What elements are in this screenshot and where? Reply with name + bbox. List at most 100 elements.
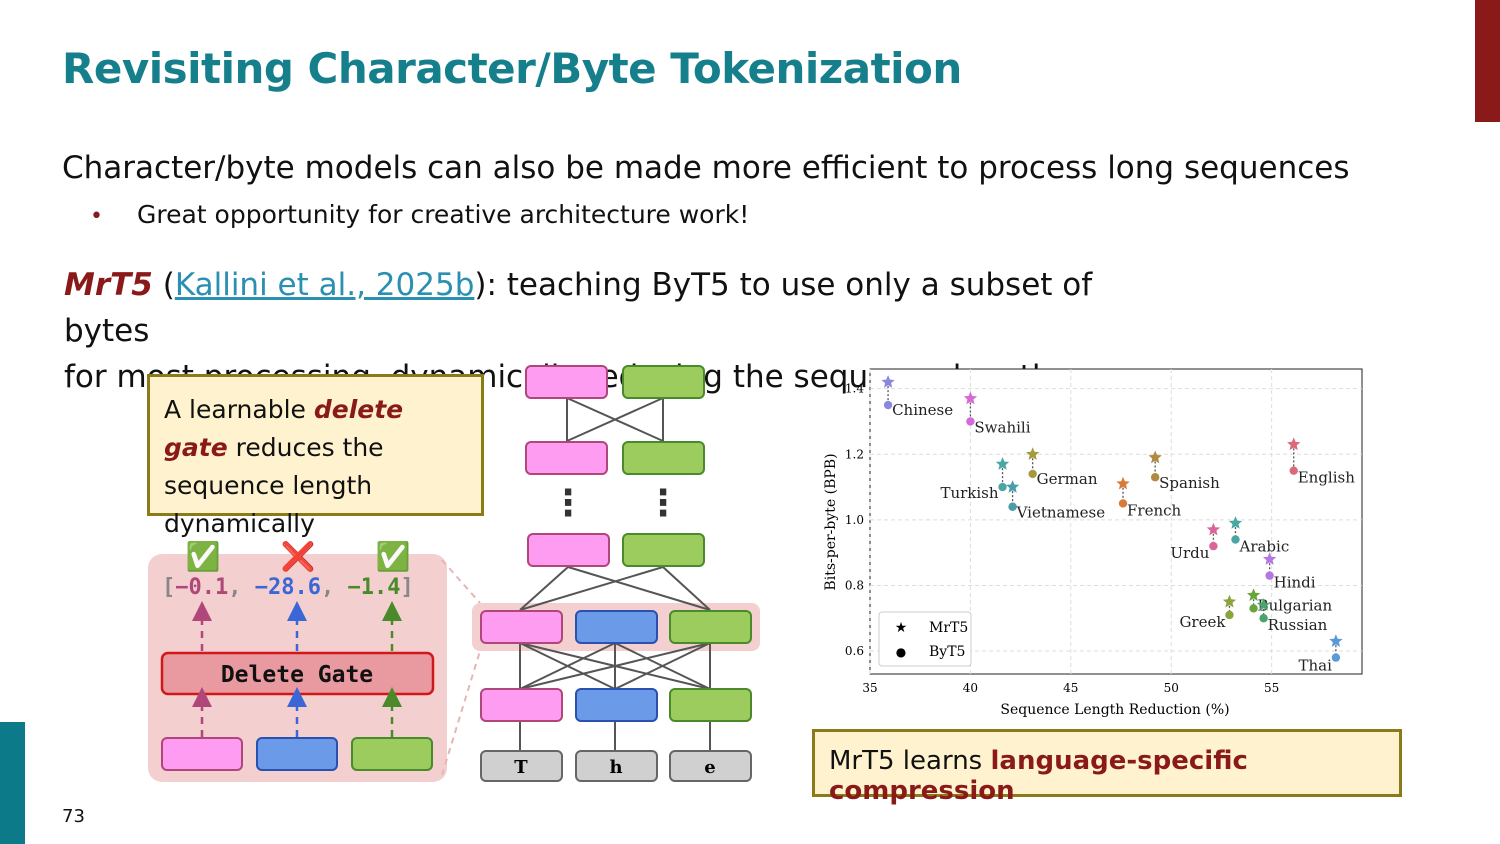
delete-gate-label: Delete Gate [221, 662, 373, 688]
mrt5-star-point [1148, 450, 1162, 464]
check-mark-icon: ✅ [186, 540, 221, 573]
green-block [622, 533, 705, 567]
byt5-dot-point [1331, 653, 1341, 662]
y-tick-label: 0.6 [845, 644, 864, 658]
compression-callout: MrT5 learns language-specific compressio… [812, 729, 1402, 806]
green-block [622, 365, 705, 399]
token-box [575, 750, 658, 782]
byt5-dot-point [1209, 541, 1218, 551]
callout2-text-pre: MrT5 learns [829, 746, 991, 776]
byt5-dot-point [1150, 473, 1160, 482]
token-box [480, 750, 563, 782]
description-line1: ): teaching ByT5 to use only a subset of… [64, 267, 1093, 349]
language-label: Arabic [1238, 538, 1289, 556]
byt5-dot-point [1225, 610, 1234, 620]
cross-mark-icon: ❌ [281, 540, 316, 573]
language-label: Swahili [974, 418, 1030, 436]
blue-block [575, 610, 658, 644]
callout-text-pre: A learnable [164, 395, 314, 424]
byt5-dot-point [883, 400, 893, 410]
callout2-emphasis: language-specific compression [829, 746, 1248, 806]
y-axis-label: Bits-per-byte (BPB) [823, 453, 839, 590]
zoom-connector-bottom [441, 650, 481, 776]
architecture-diagram: ✅ ❌ ✅ [−0.1, −28.6, −1.4] Delete Gate ⋮ … [148, 365, 760, 782]
x-tick-label: 45 [1063, 681, 1078, 695]
language-label: German [1037, 470, 1098, 488]
language-label: Greek [1179, 613, 1226, 631]
x-tick-label: 40 [963, 681, 978, 695]
chart-legend: ★ MrT5 ● ByT5 [878, 611, 972, 667]
green-block [622, 441, 705, 475]
bullet-marker: • [90, 204, 103, 229]
token-label: T [514, 757, 528, 778]
mrt5-star-point [1329, 634, 1343, 647]
bottom-left-accent-bar [0, 722, 25, 844]
mrt5-star-point [1287, 437, 1301, 451]
mrt5-star-point [1222, 594, 1237, 608]
token-label: e [704, 757, 715, 778]
mrt5-star-point [1256, 598, 1271, 611]
pink-block [525, 441, 608, 475]
gate-values: [−0.1, −28.6, −1.4] [162, 575, 414, 600]
bullet-item: Great opportunity for creative architect… [137, 200, 750, 229]
byt5-dot-point [1265, 571, 1274, 580]
pink-block [480, 610, 563, 644]
y-tick-label: 1.2 [845, 447, 864, 461]
mrt5-star-point [963, 391, 978, 405]
byt5-dot-point [1028, 469, 1037, 479]
axis-ticks: 35 40 45 50 55 0.6 0.8 1.0 1.2 1.4 [845, 382, 1279, 695]
green-hidden-block [351, 737, 433, 771]
callout-text-post: reduces the sequence length dynamically [164, 433, 384, 538]
legend-label: MrT5 [929, 620, 968, 636]
language-label: Hindi [1274, 574, 1316, 592]
y-tick-label: 1.4 [845, 382, 864, 396]
bpb-scatter-chart: 35 40 45 50 55 0.6 0.8 1.0 1.2 1.4 ChineseSwahili… [823, 368, 1363, 718]
main-statement: Character/byte models can also be made m… [62, 150, 1350, 186]
data-marks: ChineseSwahiliTurkishVietnameseGermanFre… [881, 375, 1355, 675]
x-tick-label: 35 [862, 681, 877, 695]
paren-open: ( [152, 267, 175, 303]
top-right-accent-bar [1475, 0, 1500, 122]
language-label: Vietnamese [1016, 504, 1106, 522]
legend-label: ByT5 [929, 644, 965, 660]
byt5-dot-point [966, 417, 975, 426]
language-label: French [1127, 501, 1182, 519]
mrt5-star-point [995, 457, 1010, 470]
x-tick-label: 55 [1264, 681, 1279, 695]
token-label: h [609, 757, 622, 778]
mrt5-star-point [881, 375, 895, 388]
y-tick-label: 1.0 [845, 513, 864, 527]
check-mark-icon: ✅ [376, 540, 411, 573]
green-block [669, 688, 752, 722]
byt5-dot-point [1008, 502, 1017, 511]
language-label: Russian [1268, 616, 1328, 634]
citation-link[interactable]: Kallini et al., 2025b [174, 267, 475, 303]
byt5-dot-point [1231, 535, 1240, 544]
pink-block [527, 533, 610, 567]
mrt5-star-point [1005, 480, 1020, 493]
language-label: Urdu [1170, 544, 1209, 562]
pink-block [525, 365, 608, 399]
token-box [669, 750, 752, 782]
mrt5-star-point [1263, 552, 1277, 565]
language-label: English [1298, 469, 1356, 487]
byt5-dot-point [1118, 499, 1128, 508]
slide-title: Revisiting Character/Byte Tokenization [62, 44, 962, 93]
mrt5-star-point [1026, 447, 1040, 460]
layer-connections [519, 397, 711, 751]
green-block [669, 610, 752, 644]
language-label: Bulgarian [1258, 596, 1333, 614]
callout-emphasis: delete gate [164, 395, 404, 462]
language-label: Chinese [892, 401, 953, 419]
x-tick-label: 50 [1164, 681, 1179, 695]
zoom-connector-top [441, 559, 481, 604]
mrt5-star-point [1206, 522, 1221, 536]
page-number: 73 [62, 806, 85, 827]
delete-gate-callout: A learnable delete gate reduces the sequ… [147, 374, 484, 538]
vertical-ellipsis: ⋮ [645, 483, 681, 524]
pink-block [480, 688, 563, 722]
mrt5-star-point [1228, 516, 1243, 529]
byt5-dot-point [998, 482, 1007, 492]
y-tick-label: 0.8 [845, 578, 864, 592]
mrt5-star-point [1116, 476, 1130, 490]
